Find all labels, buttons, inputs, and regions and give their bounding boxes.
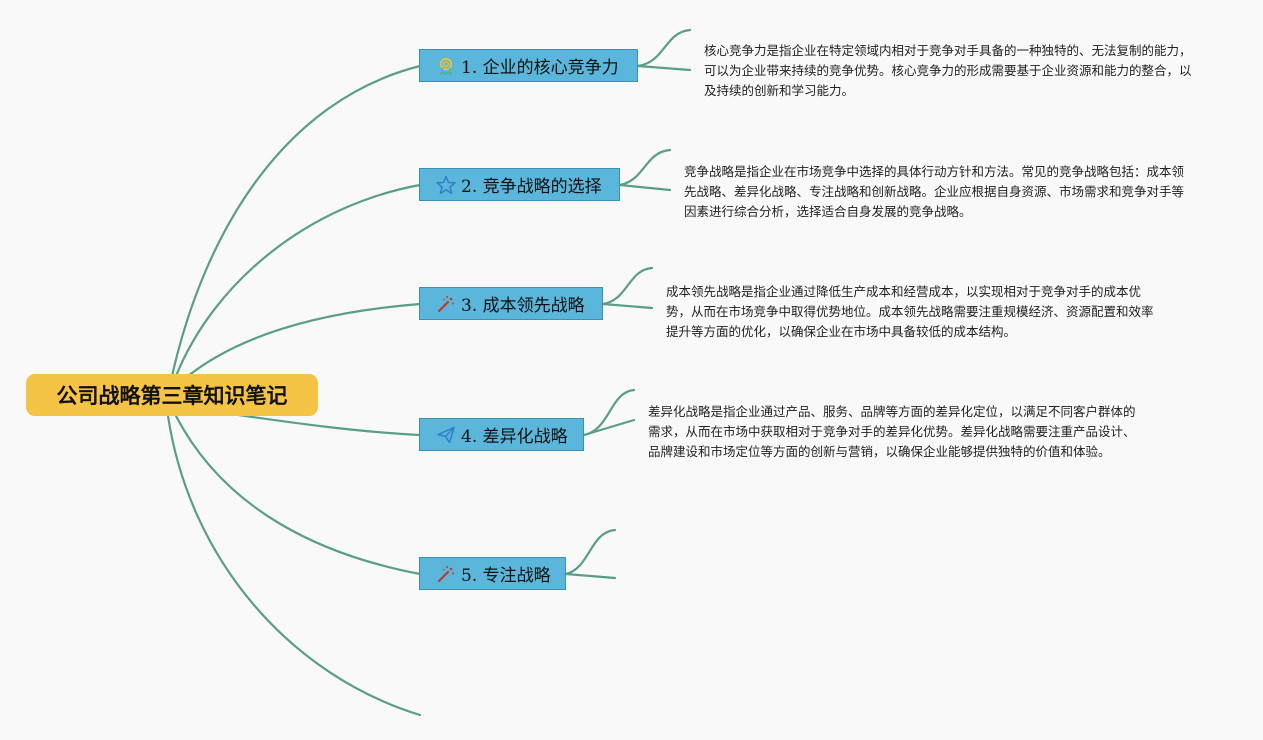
topic-3[interactable]: 3. 成本领先战略: [419, 287, 603, 320]
link-root-topic-3: [186, 302, 422, 378]
topic-3-note: 成本领先战略是指企业通过降低生产成本和经营成本，以实现相对于竞争对手的成本优势，…: [666, 284, 1154, 339]
topic-4-label: 4. 差异化战略: [461, 427, 568, 447]
topic-2-note: 竞争战略是指企业在市场竞争中选择的具体行动方针和方法。常见的竞争战略包括：成本领…: [684, 164, 1185, 219]
link-root-topic-4: [230, 412, 422, 437]
link-topic-5-note-b: [564, 572, 617, 580]
topic-2[interactable]: 2. 竞争战略的选择: [419, 168, 620, 201]
link-topic-3-note: [601, 266, 654, 306]
topic-2-label: 2. 竞争战略的选择: [461, 177, 602, 197]
link-root-topic-5: [174, 414, 422, 576]
topic-5-label: 5. 专注战略: [461, 566, 551, 586]
topic-4-note: 差异化战略是指企业通过产品、服务、品牌等方面的差异化定位，以满足不同客户群体的需…: [648, 404, 1136, 459]
topic-4[interactable]: 4. 差异化战略: [419, 418, 584, 451]
topic-1-label: 1. 企业的核心竞争力: [461, 58, 619, 78]
magic-wand-icon: [436, 294, 456, 314]
link-topic-2-note-b: [618, 183, 672, 192]
link-root-topic-2: [174, 183, 422, 378]
star-outline-icon: [436, 175, 456, 195]
magic-wand-icon: [436, 564, 456, 584]
link-topic-1-note-b: [636, 64, 692, 72]
award-ribbon-icon: [436, 56, 456, 76]
link-topic-5-note: [564, 528, 617, 576]
link-root-topic-1: [170, 64, 422, 378]
root-topic[interactable]: 公司战略第三章知识笔记: [26, 374, 318, 416]
link-topic-3-note-b: [601, 302, 654, 310]
link-topic-2-note: [618, 148, 672, 187]
root-title: 公司战略第三章知识笔记: [56, 384, 288, 408]
link-root-extra: [166, 414, 422, 717]
paper-plane-icon: [436, 425, 456, 445]
topic-5[interactable]: 5. 专注战略: [419, 557, 566, 590]
topic-1[interactable]: 1. 企业的核心竞争力: [419, 49, 638, 82]
topic-1-note: 核心竞争力是指企业在特定领域内相对于竞争对手具备的一种独特的、无法复制的能力，可…: [704, 43, 1192, 98]
link-topic-1-note: [636, 28, 692, 68]
link-topic-4-note-b: [582, 418, 636, 437]
topic-3-label: 3. 成本领先战略: [461, 296, 585, 316]
